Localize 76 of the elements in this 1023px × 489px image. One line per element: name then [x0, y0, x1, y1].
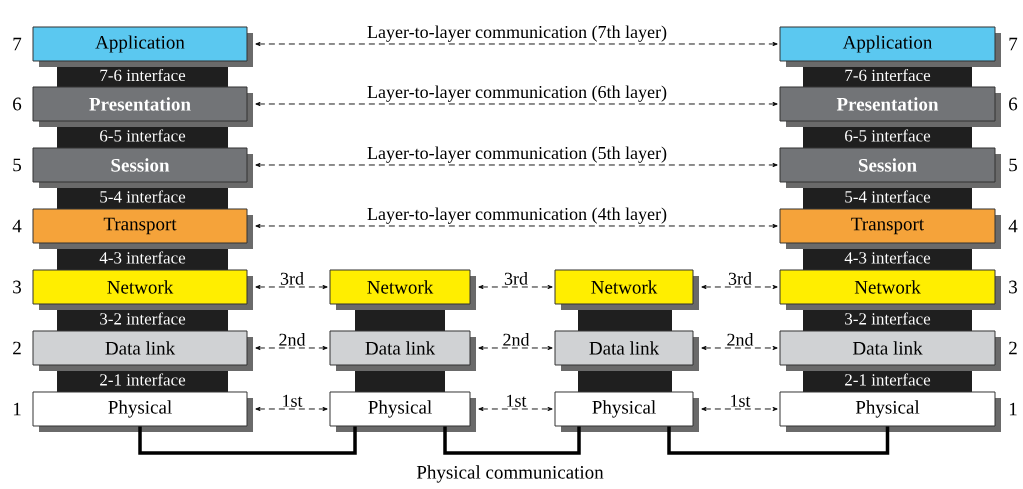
layer-number: 3: [1009, 280, 1017, 294]
layer-number: 6: [13, 97, 22, 111]
edge-label: 3rd: [727, 271, 753, 286]
layer-box: Transport: [32, 208, 253, 249]
interface-label: 3-2 interface: [100, 312, 186, 325]
interface-label: 4-3 interface: [99, 251, 186, 264]
edge-label: 2nd: [277, 332, 307, 347]
layer-number: 4: [1008, 219, 1018, 233]
layer-number: 4: [12, 219, 22, 233]
interface-label: 2-1 interface: [100, 373, 186, 386]
edge-label: 3rd: [503, 271, 529, 286]
layer-number: 5: [1009, 158, 1017, 172]
arrow: [701, 284, 778, 290]
layer-box: Network: [329, 269, 476, 310]
layer-box: Data link: [32, 330, 253, 371]
layer-box: Network: [554, 269, 699, 310]
arrow: [255, 345, 328, 351]
edge-label: 2nd: [501, 332, 531, 347]
edge-label: Layer-to-layer communication (5th layer): [366, 145, 668, 164]
interface-label: 7-6 interface: [100, 68, 186, 82]
layer-box: Transport: [779, 208, 1001, 249]
interface-label: 5-4 interface: [100, 190, 186, 203]
layer-box: Data link: [329, 330, 476, 371]
connection-line: [443, 426, 581, 455]
layer-box: Application: [779, 26, 1001, 67]
connection-line: [667, 426, 890, 455]
layer-box: Application: [32, 26, 253, 67]
arrow: [478, 406, 553, 412]
layer-box: Network: [32, 269, 253, 310]
arrow: [701, 406, 778, 412]
interface-label: 4-3 interface: [844, 251, 931, 264]
arrow: [255, 101, 778, 107]
layer-box: Session: [779, 147, 1001, 188]
edge-label: Layer-to-layer communication (7th layer): [366, 24, 668, 43]
layer-number: 1: [13, 402, 21, 416]
layer-box: Network: [779, 269, 1001, 310]
layer-number: 5: [13, 158, 21, 172]
layer-number: 3: [13, 280, 21, 294]
layer-box: Physical: [329, 391, 476, 432]
arrow: [255, 41, 778, 47]
interface-label: 2-1 interface: [845, 373, 931, 386]
edge-label: 1st: [280, 393, 304, 408]
layer-box: Data link: [779, 330, 1001, 371]
layer-number: 6: [1009, 97, 1018, 111]
edge-label: Layer-to-layer communication (6th layer): [366, 84, 668, 103]
layer-box: Session: [32, 147, 253, 188]
connection-line: [138, 426, 357, 455]
edge-label: 1st: [504, 393, 528, 408]
layer-number: 2: [13, 341, 21, 355]
layer-box: Data link: [554, 330, 699, 371]
layer-number: 1: [1009, 402, 1017, 416]
layer-number: 7: [13, 37, 22, 51]
layer-box: Presentation: [32, 86, 253, 127]
edge-label: 3rd: [279, 271, 305, 286]
edge-label: 1st: [728, 393, 752, 408]
arrow: [255, 162, 778, 168]
arrow: [255, 223, 778, 229]
layer-number: 2: [1009, 341, 1017, 355]
interface-label: 3-2 interface: [845, 312, 931, 325]
interface-label: 7-6 interface: [845, 68, 931, 82]
arrow: [255, 284, 328, 290]
layer-box: Physical: [779, 391, 1001, 432]
interface-label: 6-5 interface: [100, 129, 186, 142]
caption-text: Physical communication: [416, 465, 604, 483]
arrow: [701, 345, 778, 351]
layer-box: Physical: [554, 391, 699, 432]
layer-box: Physical: [32, 391, 253, 432]
arrow: [478, 345, 553, 351]
arrow: [255, 406, 328, 412]
edge-label: Layer-to-layer communication (4th layer): [366, 206, 668, 225]
layer-box: Presentation: [779, 86, 1001, 127]
layer-number: 7: [1009, 37, 1018, 51]
arrow: [478, 284, 553, 290]
edge-label: 2nd: [725, 332, 755, 347]
interface-label: 5-4 interface: [845, 190, 931, 203]
interface-label: 6-5 interface: [845, 129, 931, 142]
